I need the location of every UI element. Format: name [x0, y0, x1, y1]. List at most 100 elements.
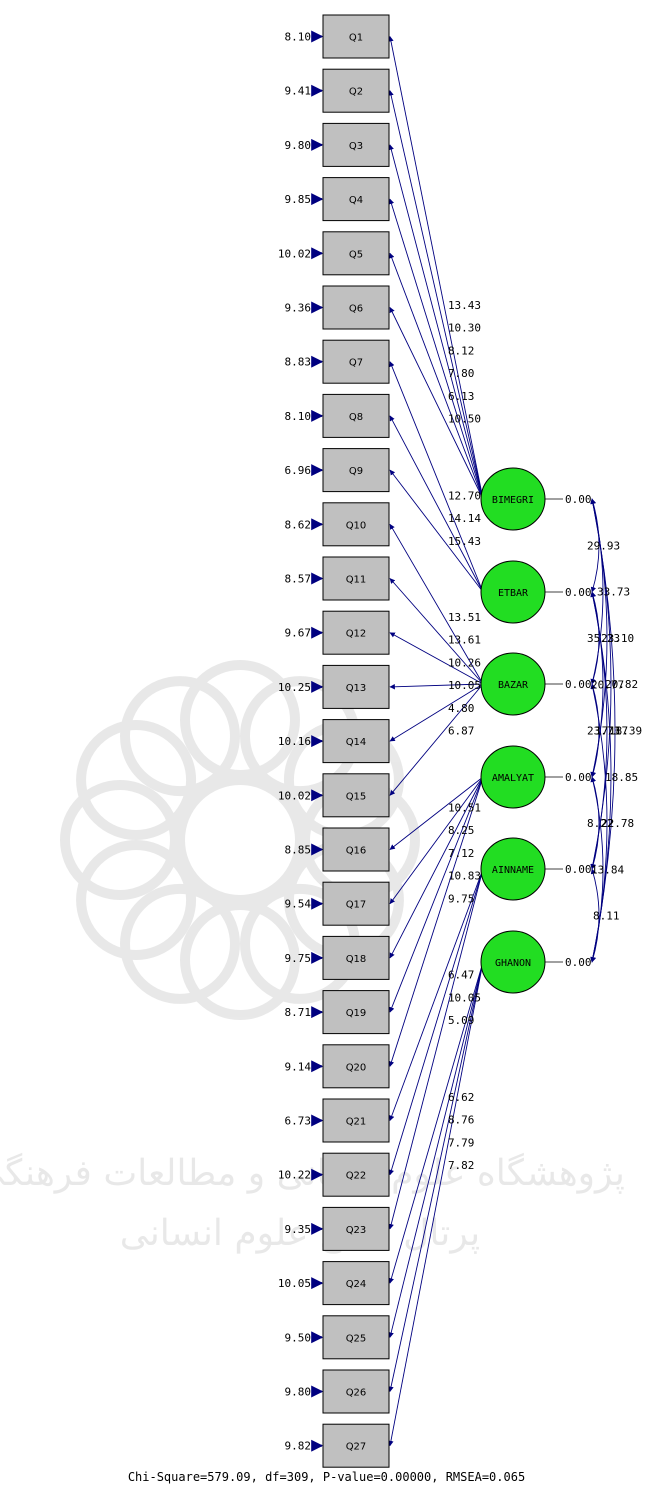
loading-value: 13.51: [448, 611, 481, 624]
latent-label: GHANON: [495, 958, 531, 969]
error-variance: 9.35: [285, 1223, 312, 1236]
loading-arrow: [388, 868, 484, 1176]
loading-arrow: [388, 868, 484, 1230]
correlation-value: 22.78: [601, 817, 634, 830]
latent-variance: 0.00: [565, 586, 592, 599]
error-variance: 6.73: [285, 1115, 312, 1128]
indicator-box: [322, 1152, 390, 1197]
indicator-label: Q11: [346, 575, 367, 586]
indicator-box: [322, 990, 390, 1035]
indicator-box: [322, 339, 390, 384]
correlation-value: 23.10: [601, 632, 634, 645]
indicator-box: [322, 773, 390, 818]
correlation-value: 23.73: [587, 725, 620, 738]
loading-value: 12.70: [448, 489, 481, 502]
error-variance: 10.22: [278, 1169, 311, 1182]
loading-value: 5.09: [448, 1014, 475, 1027]
loading-value: 8.12: [448, 344, 475, 357]
indicator-box: [322, 231, 390, 276]
loading-arrow: [389, 776, 484, 1013]
indicator-box: [322, 1098, 390, 1143]
correlation-value: 8.11: [593, 910, 620, 923]
error-variance: 8.83: [285, 356, 312, 369]
latent-label: ETBAR: [498, 588, 529, 599]
correlation-value: 13.84: [591, 864, 624, 877]
indicator-box: [322, 1315, 390, 1360]
indicator-label: Q17: [346, 900, 367, 911]
latent-node: [480, 560, 546, 624]
loading-arrow: [389, 523, 484, 685]
correlation-value: 20.82: [605, 678, 638, 691]
loading-arrow: [389, 683, 484, 796]
indicator-box: [322, 14, 390, 59]
loading-arrow: [388, 961, 484, 1284]
correlation-value: 29.93: [587, 540, 620, 553]
indicator-label: Q9: [349, 466, 363, 477]
indicator-label: Q2: [349, 87, 363, 98]
error-variance: 9.14: [285, 1060, 312, 1073]
correlation-arc: [590, 776, 604, 963]
latent-node: [480, 467, 546, 531]
loading-value: 6.87: [448, 725, 475, 738]
indicator-box: [322, 1423, 390, 1468]
error-variance: 8.57: [285, 573, 312, 586]
correlation-value: 17.17: [595, 725, 628, 738]
loading-arrow: [389, 415, 484, 593]
correlation-value: 8.22: [587, 817, 614, 830]
indicator-label: Q5: [349, 249, 363, 260]
loading-arrow: [388, 35, 484, 500]
latent-variance: 0.00: [565, 863, 592, 876]
indicator-box: [322, 122, 390, 167]
latent-label: BAZAR: [498, 680, 529, 691]
loading-value: 8.25: [448, 824, 475, 837]
loading-arrow: [389, 632, 484, 685]
error-variance: 8.85: [285, 844, 312, 857]
loading-arrow: [388, 144, 484, 500]
latent-label: AMALYAT: [492, 773, 534, 784]
indicator-box: [322, 719, 390, 764]
error-variance: 9.36: [285, 302, 312, 315]
error-variance: 9.75: [285, 952, 312, 965]
loading-arrow: [388, 776, 484, 1067]
error-variance: 9.82: [285, 1440, 312, 1453]
latent-node: [480, 837, 546, 901]
indicator-box: [322, 393, 390, 438]
indicator-label: Q7: [349, 358, 363, 369]
loading-arrow: [389, 469, 484, 593]
latent-node: [480, 745, 546, 809]
loading-arrow: [389, 307, 484, 500]
indicator-box: [322, 610, 390, 655]
indicator-box: [322, 1206, 390, 1251]
indicator-box: [322, 827, 390, 872]
watermark-text: پژوهشگاه علوم انسانی و مطالعات فرهنگی: [0, 1152, 625, 1194]
loading-value: 8.76: [448, 1114, 475, 1127]
loading-arrow: [388, 961, 484, 1393]
indicator-label: Q26: [346, 1388, 367, 1399]
path-diagram: پژوهشگاه علوم انسانی و مطالعات فرهنگیپرت…: [0, 14, 642, 1468]
loading-value: 10.83: [448, 870, 481, 883]
loading-arrow: [389, 578, 484, 685]
correlation-value: 18.39: [609, 725, 642, 738]
loading-value: 10.05: [448, 991, 481, 1004]
indicator-label: Q22: [346, 1171, 367, 1182]
loading-value: 13.61: [448, 634, 481, 647]
loading-value: 7.79: [448, 1136, 475, 1149]
watermark-petal: [180, 660, 300, 780]
loading-value: 10.26: [448, 656, 481, 669]
loading-arrow: [389, 868, 484, 1122]
error-variance: 8.10: [285, 31, 312, 44]
watermark-petal: [76, 840, 197, 960]
fit-statistics: Chi-Square=579.09, df=309, P-value=0.000…: [127, 1470, 526, 1484]
error-variance: 10.16: [278, 735, 311, 748]
error-variance: 10.25: [278, 681, 311, 694]
error-variance: 10.02: [278, 789, 311, 802]
indicator-box: [322, 285, 390, 330]
correlation-value: 35.23: [587, 632, 620, 645]
error-variance: 9.80: [285, 139, 312, 152]
loading-arrow: [389, 683, 484, 690]
loading-arrow: [388, 961, 484, 1447]
indicator-label: Q13: [346, 683, 367, 694]
error-variance: 9.54: [285, 898, 312, 911]
loading-arrow: [389, 361, 484, 593]
indicator-label: Q3: [349, 141, 363, 152]
